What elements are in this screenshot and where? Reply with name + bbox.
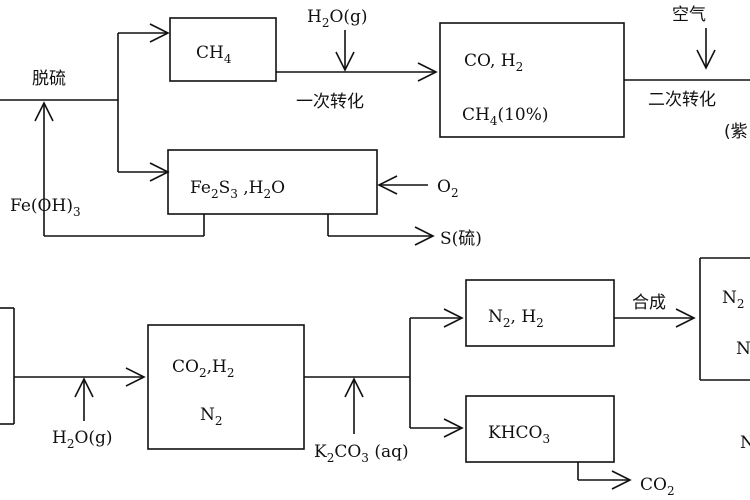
sulfur-label: S(硫) [440,229,482,249]
arrowhead [344,377,364,398]
desulfurization-label: 脱硫 [32,69,66,89]
ch4-label: CH4 [196,43,232,66]
fe2s3-h2o-label: Fe2S3 ,H2O [190,178,285,201]
first-conversion-label: 一次转化 [296,92,364,112]
ch4-box [169,17,277,82]
khco3-label: KHCO3 [488,423,550,446]
arrowhead [417,62,438,82]
n2-h2-label: N2, H2 [488,307,544,330]
arrowhead [125,367,146,387]
cut-n2-label: N2 [722,288,745,311]
n2-label: N2 [200,405,223,428]
co2-h2-label: CO2,H2 [172,357,234,380]
ch4-10-label: CH4(10%) [462,105,549,128]
arrowhead [611,470,632,490]
fe2s3-box [167,149,378,215]
khco3-box [465,395,615,463]
arrowhead [675,308,696,328]
k2co3-label: K2CO3 (aq) [314,442,409,465]
air-label: 空气 [672,5,706,25]
cut-n-label: N [740,433,750,453]
arrowhead [335,51,355,72]
arrowhead [377,175,398,195]
shift-box [147,324,305,450]
arrowhead [149,23,170,43]
co-h2-label: CO, H2 [464,51,523,74]
second-conversion-label: 二次转化 [648,90,716,110]
co2-label: CO2 [640,475,675,498]
h2o-g-bottom-label: H2O(g) [52,428,113,451]
arrowhead [74,377,94,398]
arrowhead [443,308,464,328]
o2-label: O2 [437,177,459,200]
synthesis-label: 合成 [632,293,666,313]
arrowhead [414,226,435,246]
n2-h2-box [465,279,615,347]
arrowhead [34,101,54,122]
arrowhead [443,418,464,438]
cut-off-label: (紫 [724,122,748,142]
arrowhead [696,49,716,70]
h2o-g-top-label: H2O(g) [307,7,368,30]
fe-oh3-label: Fe(OH)3 [10,196,81,219]
cut-n-label: N [736,339,750,359]
